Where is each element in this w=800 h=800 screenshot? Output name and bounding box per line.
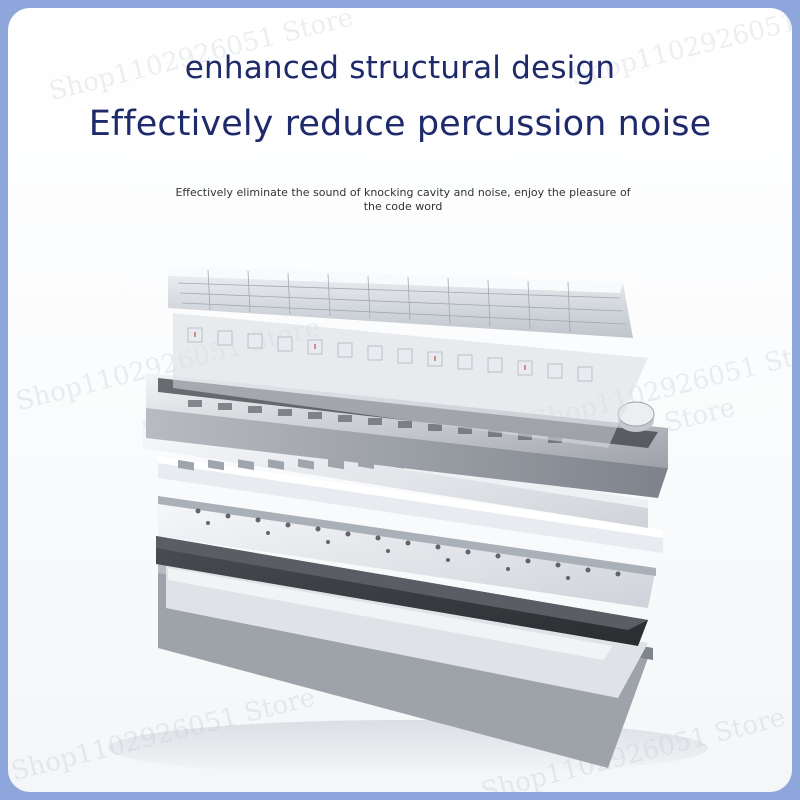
product-card: Shop1102926051 Store Shop1102926051 Stor… xyxy=(8,8,792,792)
keycaps-layer xyxy=(168,266,633,338)
switches-layer xyxy=(173,313,648,448)
headline-line1: enhanced structural design xyxy=(184,50,616,86)
headline-line2: Effectively reduce percussion noise xyxy=(88,104,712,144)
foam-layer xyxy=(158,456,663,553)
pcb-layer xyxy=(156,536,648,646)
keyboard-exploded-illustration xyxy=(108,266,708,776)
description-text: Effectively eliminate the sound of knock… xyxy=(175,186,631,213)
pcb-holes-layer xyxy=(158,496,656,608)
